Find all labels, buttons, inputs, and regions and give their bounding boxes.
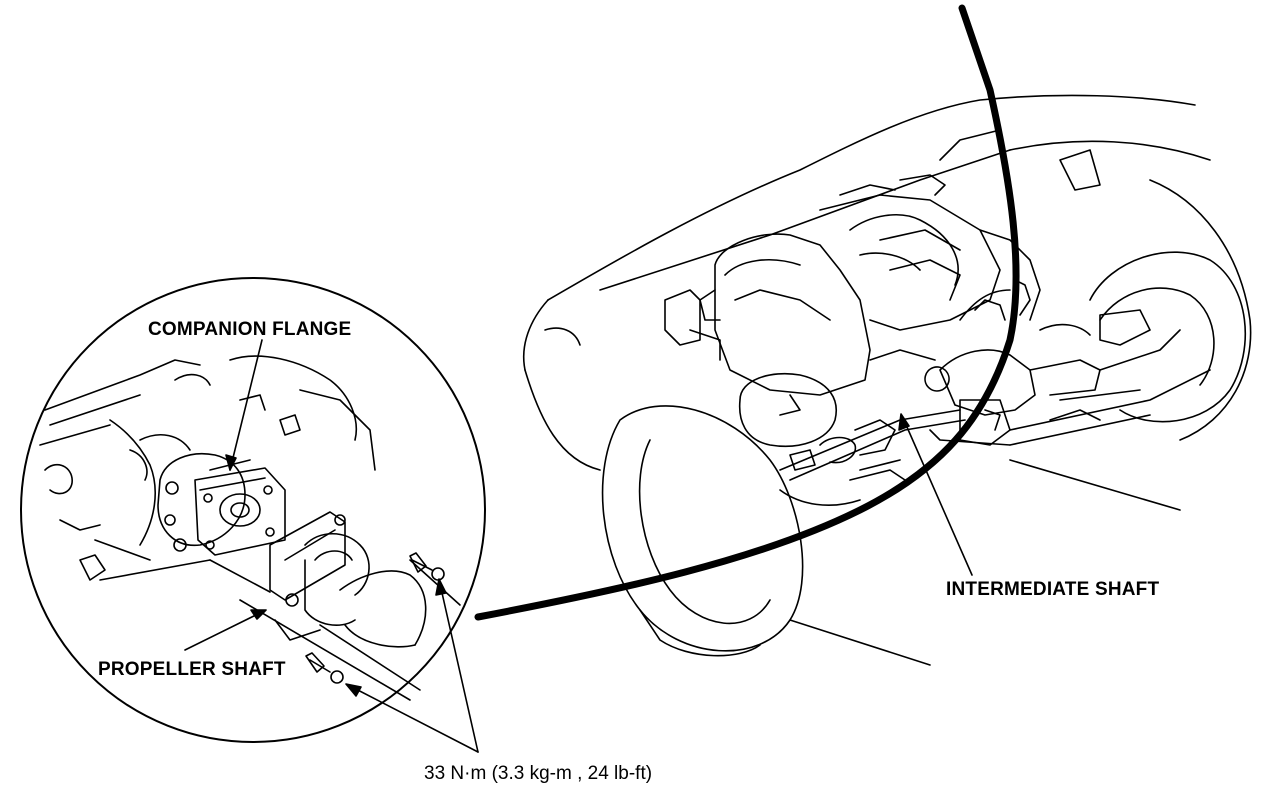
label-intermediate-shaft: INTERMEDIATE SHAFT [946, 579, 1160, 600]
engine-block [664, 174, 1041, 448]
label-propeller-shaft: PROPELLER SHAFT [98, 659, 286, 680]
detail-transfer-case [39, 355, 376, 581]
propeller-shaft-part [209, 511, 461, 701]
leader-propeller-shaft [184, 609, 267, 651]
label-torque-spec: 33 N·m (3.3 kg-m , 24 lb-ft) [424, 763, 653, 784]
leader-intermediate-shaft [898, 413, 973, 576]
leader-companion-flange [225, 339, 263, 471]
detail-magnifier-circle [20, 277, 486, 743]
leader-torque-spec [345, 578, 479, 753]
companion-flange-part [157, 453, 286, 556]
vehicle-body [523, 94, 1252, 471]
detail-callout-leader [474, 4, 1020, 621]
flange-bolt [305, 552, 445, 684]
front-wheel [601, 405, 931, 666]
rear-wheel [1089, 251, 1247, 423]
label-companion-flange: COMPANION FLANGE [148, 319, 352, 340]
transmission-assembly [924, 279, 1151, 416]
